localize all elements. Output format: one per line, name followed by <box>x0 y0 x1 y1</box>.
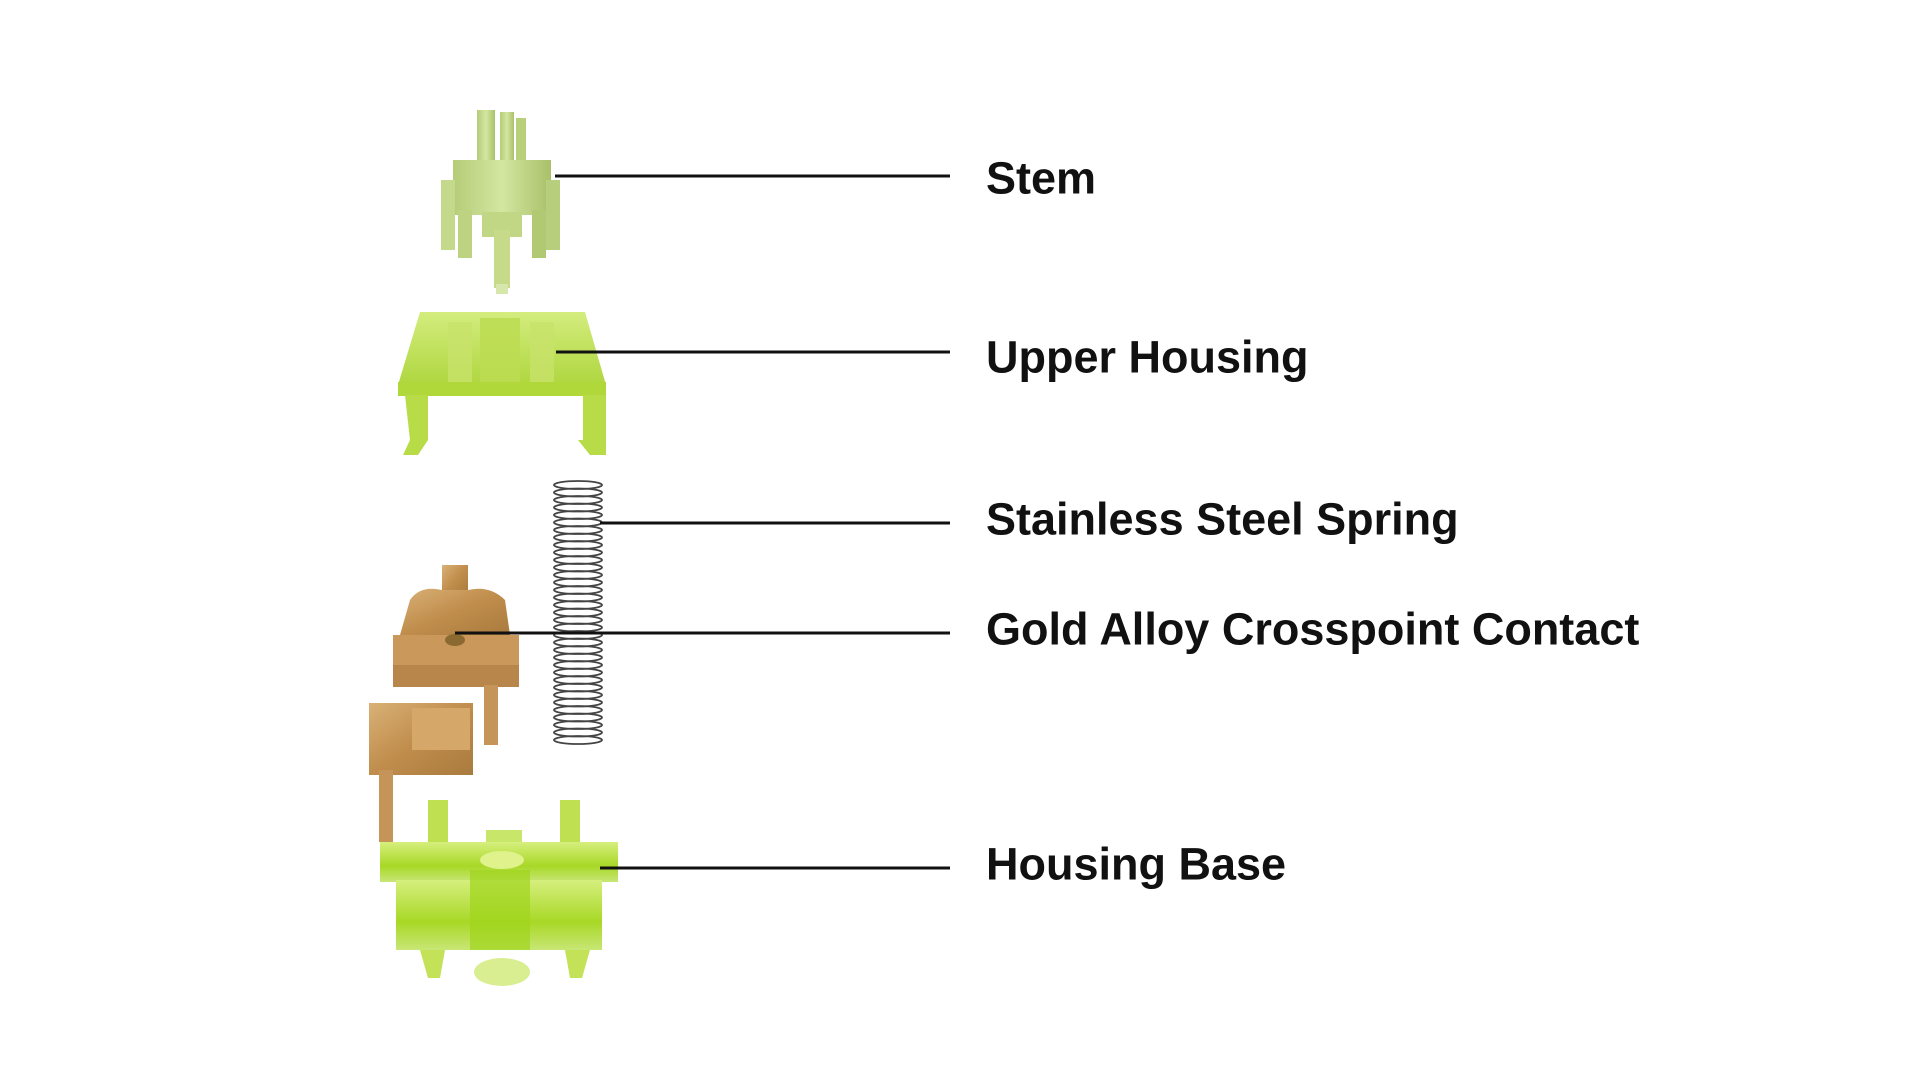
label-contact: Gold Alloy Crosspoint Contact <box>986 603 1640 655</box>
crosspoint-contact-part <box>393 565 519 745</box>
label-stem: Stem <box>986 152 1097 204</box>
label-spring: Stainless Steel Spring <box>986 493 1459 545</box>
spring-part <box>553 480 603 745</box>
upper-housing-part <box>398 312 606 455</box>
stem-part <box>441 110 560 294</box>
contact-leaf-part <box>369 703 473 842</box>
housing-base-part <box>380 800 618 986</box>
label-housing-base: Housing Base <box>986 838 1287 890</box>
label-upper-housing: Upper Housing <box>986 331 1309 383</box>
spring-coil <box>553 735 603 745</box>
leader-lines <box>455 174 950 870</box>
